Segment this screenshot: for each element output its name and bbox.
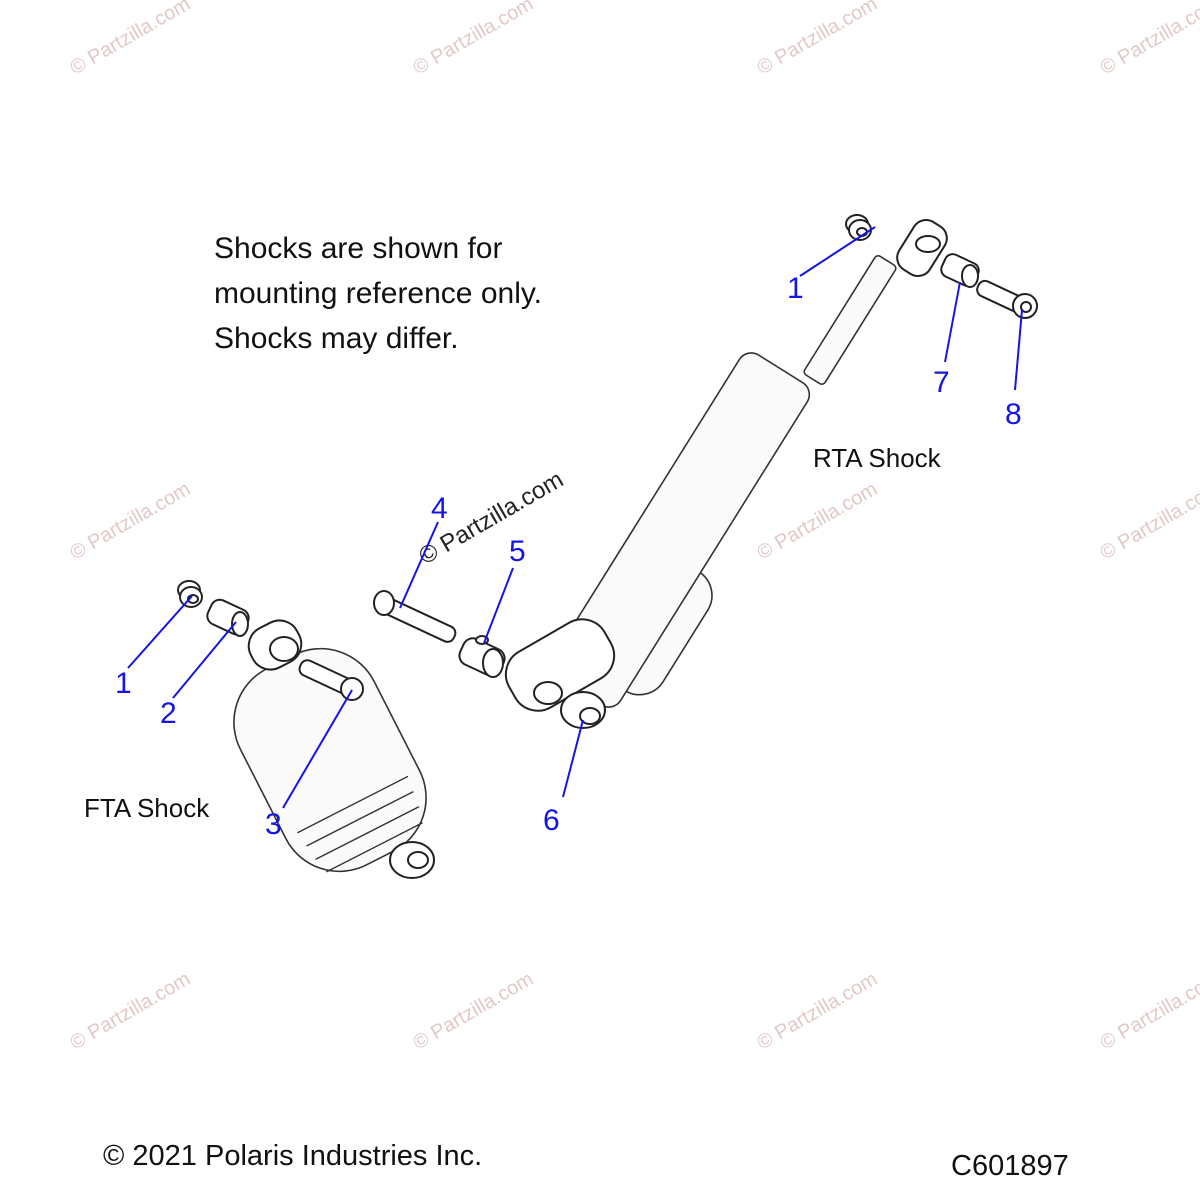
rta-hardware	[845, 214, 1038, 319]
mounting-note: Shocks are shown for mounting reference …	[214, 226, 542, 361]
watermark: © Partzilla.com	[1097, 478, 1200, 564]
fta-shock-label: FTA Shock	[84, 793, 210, 823]
watermark: © Partzilla.com	[67, 0, 195, 79]
watermark: © Partzilla.com	[754, 478, 882, 564]
callout-rta-7: 7	[933, 366, 950, 399]
rta-shock-label: RTA Shock	[813, 443, 941, 473]
diagram-code: C601897	[951, 1150, 1069, 1182]
callouts: 1 7 8 4 5 6 1 2 3	[115, 272, 1022, 841]
watermark: © Partzilla.com	[754, 968, 882, 1054]
center-hardware	[373, 590, 506, 678]
watermark: © Partzilla.com	[410, 0, 538, 79]
fta-hardware	[177, 580, 364, 701]
note-line: mounting reference only.	[214, 277, 542, 310]
callout-fta-1: 1	[115, 667, 132, 700]
callout-4: 4	[431, 492, 448, 525]
fta-shock-illustration	[233, 619, 435, 879]
leader-lines	[127, 226, 1023, 809]
callout-5: 5	[509, 535, 526, 568]
copyright-notice: © 2021 Polaris Industries Inc.	[103, 1140, 483, 1172]
watermarks: © Partzilla.com © Partzilla.com © Partzi…	[67, 0, 1200, 1054]
watermark: © Partzilla.com	[67, 968, 195, 1054]
callout-rta-1: 1	[787, 272, 804, 305]
callout-6: 6	[543, 804, 560, 837]
callout-fta-2: 2	[160, 697, 177, 730]
watermark: © Partzilla.com	[754, 0, 882, 79]
watermark: © Partzilla.com	[1097, 968, 1200, 1054]
watermark: © Partzilla.com	[67, 478, 195, 564]
watermark: © Partzilla.com	[1097, 0, 1200, 79]
callout-rta-8: 8	[1005, 398, 1022, 431]
watermark: © Partzilla.com	[410, 968, 538, 1054]
rta-shock-illustration	[504, 219, 948, 729]
note-line: Shocks are shown for	[214, 232, 503, 265]
callout-fta-3: 3	[265, 808, 282, 841]
note-line: Shocks may differ.	[214, 322, 459, 355]
